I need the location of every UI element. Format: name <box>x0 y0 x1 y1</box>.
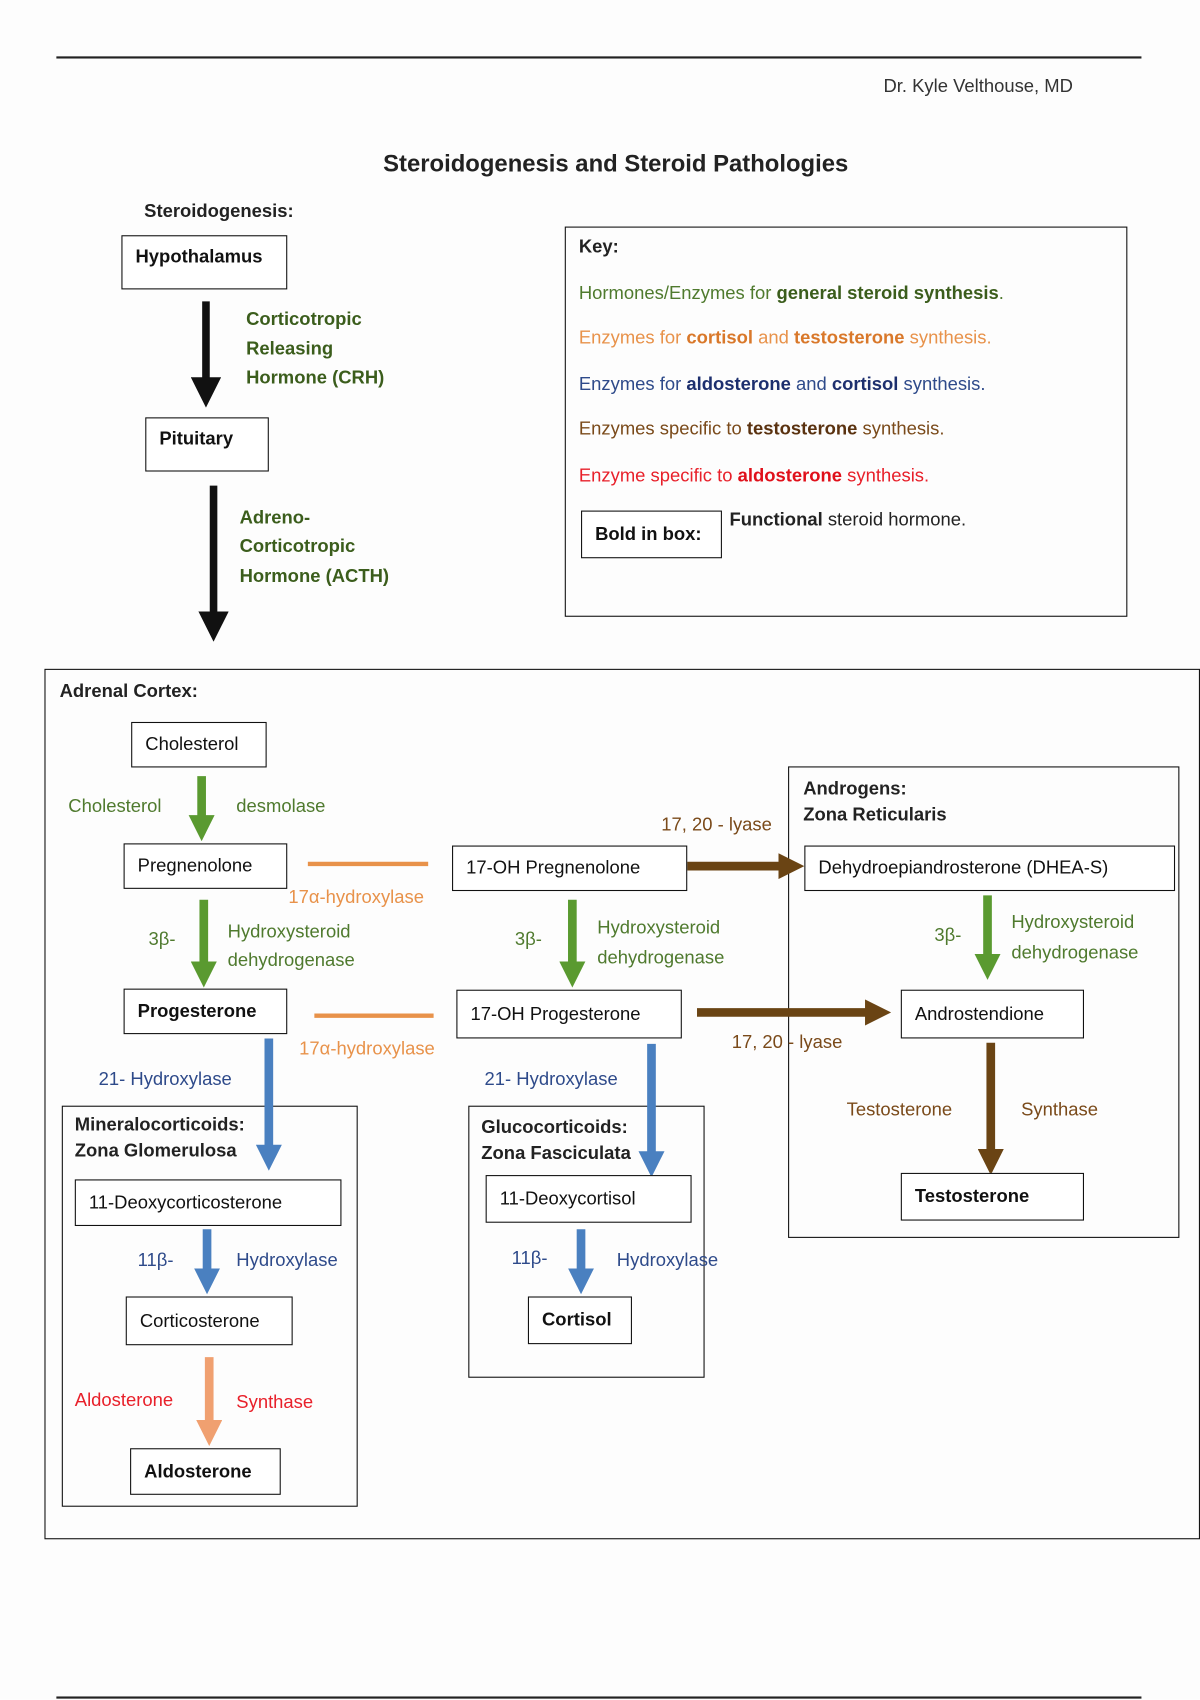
hsd-label: dehydrogenase <box>597 947 725 969</box>
aldosterone-synthase-label: Synthase <box>236 1391 314 1413</box>
testosterone-synthase-label: Testosterone <box>846 1099 953 1120</box>
androgens-zone: Zona Reticularis <box>803 804 947 825</box>
mineralocorticoids-title: Mineralocorticoids: <box>74 1114 245 1135</box>
dhea-box: Dehydroepiandrosterone (DHEA-S) <box>804 845 1176 892</box>
desmolase-label: desmolase <box>236 795 326 817</box>
cortisol-box: Cortisol <box>527 1296 632 1345</box>
key-text: synthesis. <box>842 465 930 486</box>
key-label: Key: <box>578 236 619 257</box>
pregnenolone-box: Pregnenolone <box>123 843 288 889</box>
aldosterone-synthase-label: Aldosterone <box>74 1389 174 1411</box>
key-text: cortisol <box>831 373 899 395</box>
testosterone-box: Testosterone <box>900 1172 1084 1221</box>
key-text: . <box>998 282 1004 304</box>
testosterone-synthase-label: Synthase <box>1021 1099 1098 1120</box>
key-line-testosterone: Enzymes specific to testosterone synthes… <box>579 418 945 440</box>
acth-label: Corticotropic <box>239 535 356 557</box>
aldosterone-box: Aldosterone <box>130 1448 281 1495</box>
hypothalamus-box: Hypothalamus <box>121 235 288 290</box>
key-box <box>564 226 1128 617</box>
crh-label: Releasing <box>246 338 334 359</box>
glucocorticoids-box <box>468 1105 705 1378</box>
hsd-label: 3β- <box>148 928 176 950</box>
top-rule <box>56 56 1142 58</box>
key-line-general: Hormones/Enzymes for general steroid syn… <box>579 283 1004 305</box>
androgens-box <box>788 766 1180 1238</box>
key-line-aldosterone-cortisol: Enzymes for aldosterone and cortisol syn… <box>579 374 986 396</box>
glucocorticoids-title: Glucocorticoids: <box>481 1116 628 1138</box>
key-line-aldosterone: Enzyme specific to aldosterone synthesis… <box>579 465 929 487</box>
page-title: Steroidogenesis and Steroid Pathologies <box>383 149 849 177</box>
hsd-label: dehydrogenase <box>227 949 355 971</box>
key-text: steroid hormone. <box>822 509 967 531</box>
key-text: Enzyme specific to <box>578 465 738 486</box>
key-text: aldosterone <box>686 373 791 395</box>
desmolase-label: Cholesterol <box>68 795 162 817</box>
hydroxylase21-label: 21- Hydroxylase <box>484 1068 618 1090</box>
lyase-label: 17, 20 - lyase <box>661 814 772 835</box>
oh-pregnenolone-box: 17-OH Pregnenolone <box>452 845 688 892</box>
pituitary-box: Pituitary <box>145 417 269 472</box>
key-text: aldosterone <box>737 465 843 486</box>
corticosterone-box: Corticosterone <box>125 1296 293 1346</box>
hsd-label: Hydroxysteroid <box>597 917 721 938</box>
key-text: and <box>752 327 794 348</box>
bold-in-box-sample: Bold in box: <box>581 510 722 559</box>
hsd-label: dehydrogenase <box>1011 941 1139 963</box>
hydroxylase21-label: 21- Hydroxylase <box>98 1068 232 1090</box>
author: Dr. Kyle Velthouse, MD <box>883 75 1073 97</box>
crh-label: Corticotropic <box>246 308 362 330</box>
hsd-label: Hydroxysteroid <box>1011 911 1135 933</box>
crh-label: Hormone (CRH) <box>246 367 385 389</box>
androgens-title: Androgens: <box>803 778 907 799</box>
cholesterol-box: Cholesterol <box>131 721 267 768</box>
key-line-cortisol-testosterone: Enzymes for cortisol and testosterone sy… <box>579 327 992 349</box>
hydroxylase11b-label: Hydroxylase <box>616 1249 719 1271</box>
key-text: Enzymes specific to <box>578 418 747 440</box>
mineralocorticoids-box <box>61 1105 358 1507</box>
key-line-functional: Functional steroid hormone. <box>730 509 967 531</box>
hydroxylase17a-label: 17α-hydroxylase <box>299 1038 435 1060</box>
key-text: and <box>790 373 832 395</box>
hsd-label: 3β- <box>934 924 962 946</box>
hydroxylase17a-label: 17α-hydroxylase <box>288 886 424 908</box>
key-text: Enzymes for <box>578 373 687 395</box>
bottom-rule <box>56 1696 1142 1699</box>
key-text: testosterone <box>793 327 905 348</box>
steroidogenesis-label: Steroidogenesis: <box>144 200 294 222</box>
oh-progesterone-box: 17-OH Progesterone <box>456 989 682 1039</box>
progesterone-box: Progesterone <box>123 988 288 1035</box>
key-text: Functional <box>729 509 823 531</box>
lyase-label: 17, 20 - lyase <box>731 1031 843 1053</box>
deoxycorticosterone-box: 11-Deoxycorticosterone <box>74 1179 342 1227</box>
hydroxylase11b-label: 11β- <box>137 1249 174 1271</box>
mineralocorticoids-zone: Zona Glomerulosa <box>74 1140 237 1161</box>
key-text: Enzymes for <box>578 327 687 348</box>
androstenedione-box: Androstendione <box>900 989 1084 1039</box>
key-text: general steroid synthesis <box>776 282 999 304</box>
hsd-label: Hydroxysteroid <box>227 921 351 942</box>
deoxycortisol-box: 11-Deoxycortisol <box>485 1175 692 1223</box>
hsd-label: 3β- <box>514 928 542 950</box>
glucocorticoids-zone: Zona Fasciculata <box>481 1142 631 1164</box>
key-text: Hormones/Enzymes for <box>578 282 777 304</box>
key-text: synthesis. <box>898 373 986 395</box>
key-text: synthesis. <box>857 418 945 440</box>
hydroxylase11b-label: Hydroxylase <box>236 1249 338 1271</box>
key-text: cortisol <box>686 327 753 348</box>
adrenal-cortex-box <box>44 668 1200 1540</box>
key-text: testosterone <box>746 418 858 440</box>
key-text: synthesis. <box>904 327 992 348</box>
acth-label: Adreno- <box>239 507 311 528</box>
hydroxylase11b-label: 11β- <box>511 1247 548 1269</box>
adrenal-cortex-label: Adrenal Cortex: <box>59 680 198 702</box>
acth-label: Hormone (ACTH) <box>239 565 390 587</box>
